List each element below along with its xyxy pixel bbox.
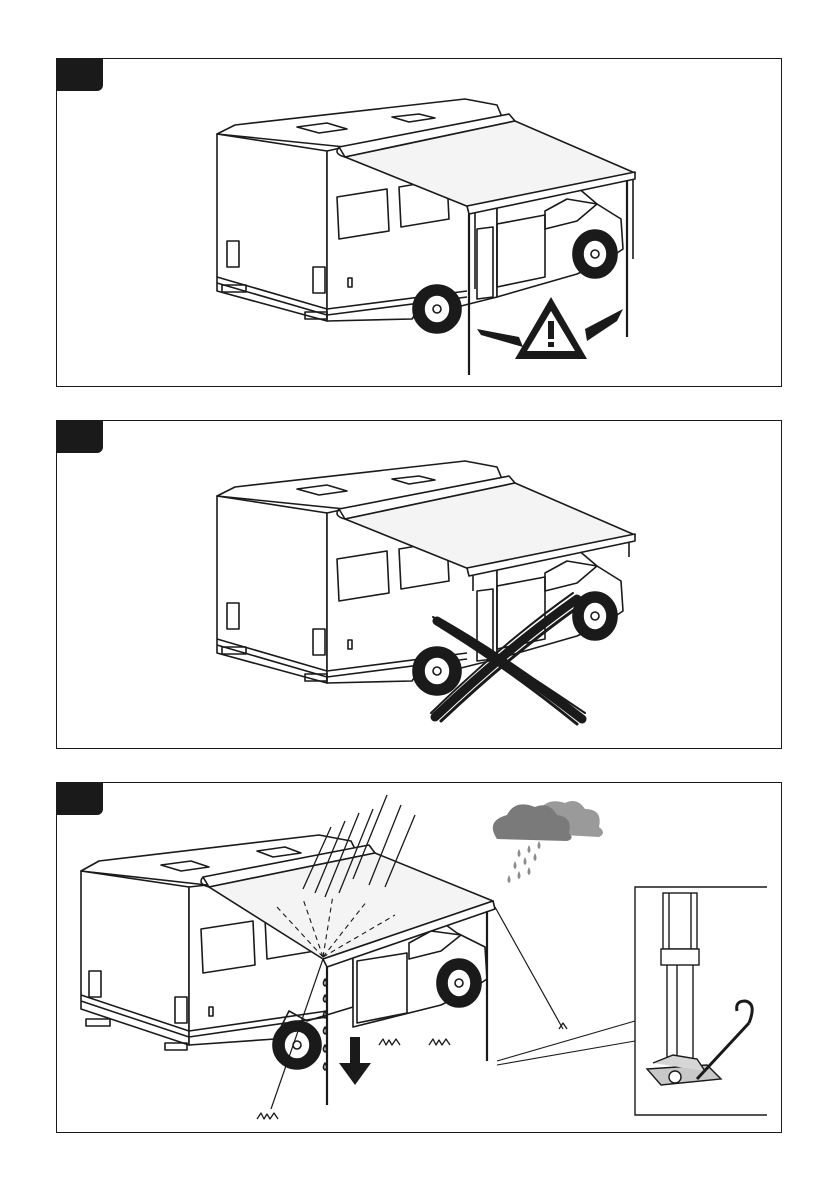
down-arrow-icon <box>339 1037 371 1085</box>
ground-peg-detail <box>635 887 767 1115</box>
panel-1 <box>56 58 782 387</box>
motorhome-awning-illustration <box>57 59 783 388</box>
motorhome-awning-illustration <box>57 421 783 750</box>
rain-cloud-icon <box>493 801 603 883</box>
motorhome-rain-illustration <box>57 783 783 1134</box>
panel-3 <box>56 782 782 1133</box>
warning-triangle-icon <box>477 297 623 359</box>
panel-2 <box>56 420 782 749</box>
